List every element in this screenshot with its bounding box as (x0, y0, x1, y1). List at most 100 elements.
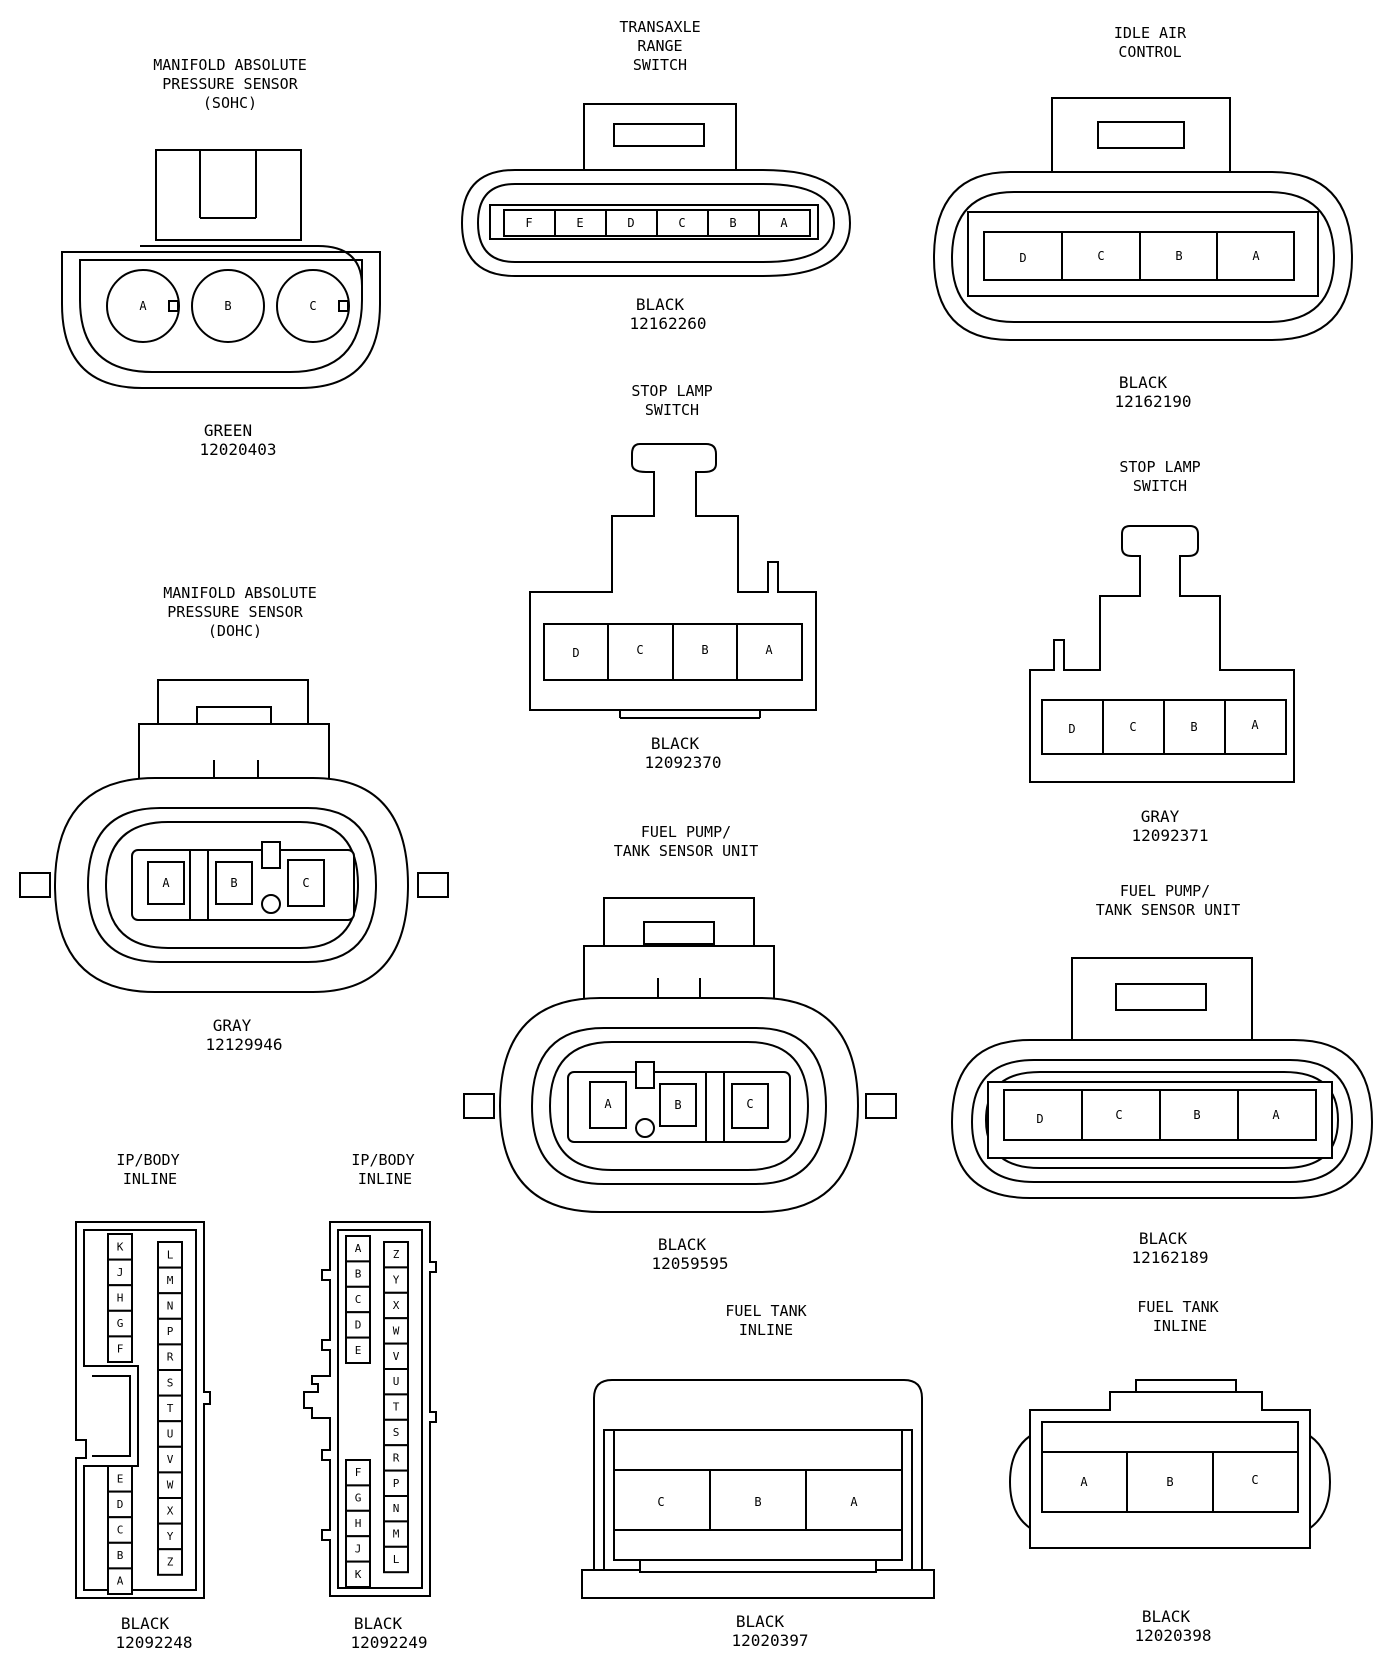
slamp2-title-2: SWITCH (1133, 477, 1187, 495)
map-sohc-title-2: PRESSURE SENSOR (162, 75, 298, 93)
pin-label: M (167, 1274, 174, 1287)
pin-label: T (167, 1402, 174, 1415)
pin-label: F (117, 1343, 124, 1356)
pin-cavity (157, 1369, 183, 1397)
pin-label: C (355, 1293, 362, 1306)
pin-cavity (107, 1335, 133, 1364)
pin-label: L (167, 1248, 174, 1261)
pin-cavity (383, 1495, 409, 1523)
connector-idle-air-control: IDLE AIR CONTROL D C B A BLACK 12162190 (932, 24, 1354, 411)
connector-transaxle-range-switch: TRANSAXLE RANGE SWITCH F E D C B A BLACK… (460, 18, 852, 333)
iac-color: BLACK (1119, 373, 1168, 392)
map-dohc-pin-cavity-a (147, 861, 185, 905)
ipbody1-title-2: INLINE (123, 1170, 177, 1188)
pin-label: W (167, 1479, 174, 1492)
slamp2-color: GRAY (1141, 807, 1180, 826)
ftank2-color: BLACK (1142, 1607, 1191, 1626)
map-sohc-part-number: 12020403 (199, 440, 276, 459)
pin-cavity (383, 1342, 409, 1370)
pin-label: U (393, 1375, 400, 1388)
pin-cavity (383, 1469, 409, 1497)
slamp1-pin-label: A (765, 643, 773, 657)
fpump1-title-2: TANK SENSOR UNIT (614, 842, 759, 860)
slamp1-pin-label: C (636, 643, 643, 657)
map-sohc-color: GREEN (204, 421, 252, 440)
slamp1-title-1: STOP LAMP (631, 382, 712, 400)
fpump2-title-1: FUEL PUMP/ (1120, 882, 1210, 900)
pin-label: Z (167, 1556, 174, 1569)
pin-cavity (383, 1545, 409, 1574)
trs-pin-label: D (627, 216, 634, 230)
map-sohc-title-1: MANIFOLD ABSOLUTE (153, 56, 307, 74)
trs-title-3: SWITCH (633, 56, 687, 74)
fpump1-pin-label: A (604, 1097, 612, 1111)
fpump2-pin-label: C (1115, 1108, 1122, 1122)
pin-label: R (167, 1351, 174, 1364)
fpump2-pin-label: B (1193, 1108, 1200, 1122)
pin-label: N (167, 1300, 174, 1313)
trs-color: BLACK (636, 295, 685, 314)
connector-fuel-tank-inline-3pin-left: FUEL TANK INLINE C B A BLACK 12020397 (581, 1302, 935, 1650)
pin-label: P (167, 1325, 174, 1338)
map-dohc-part-number: 12129946 (205, 1035, 282, 1054)
pin-label: X (393, 1299, 400, 1312)
pin-label: R (393, 1451, 400, 1464)
trs-title-1: TRANSAXLE (619, 18, 700, 36)
ipbody1-body (75, 1221, 211, 1599)
pin-cavity (383, 1266, 409, 1294)
map-dohc-title-2: PRESSURE SENSOR (167, 603, 303, 621)
fpump2-pin-label: D (1036, 1112, 1043, 1126)
pin-cavity (157, 1548, 183, 1576)
trs-pin-label: C (678, 216, 685, 230)
slamp1-pin-label: D (572, 646, 579, 660)
pin-label: H (355, 1517, 362, 1530)
pin-label: G (117, 1317, 124, 1330)
ipbody2-color: BLACK (354, 1614, 403, 1633)
pin-label: F (355, 1466, 362, 1479)
pin-label: K (117, 1240, 124, 1253)
slamp2-pin-label: D (1068, 722, 1075, 736)
pin-cavity (383, 1317, 409, 1345)
trs-pin-label: F (525, 216, 532, 230)
pin-label: T (393, 1401, 400, 1414)
pin-cavity (345, 1336, 371, 1364)
ftank2-title-1: FUEL TANK (1137, 1298, 1218, 1316)
trs-pin-label: E (576, 216, 583, 230)
ftank2-pin-label: C (1251, 1473, 1258, 1487)
pin-label: N (393, 1502, 400, 1515)
trs-title-2: RANGE (637, 37, 682, 55)
map-dohc-pin-cavity-c (287, 859, 325, 907)
map-dohc-pin-cavity-b (215, 861, 253, 905)
fpump2-part-number: 12162189 (1131, 1248, 1208, 1267)
iac-title-1: IDLE AIR (1114, 24, 1187, 42)
pin-cavity (107, 1567, 133, 1596)
pin-label: X (167, 1504, 174, 1517)
pin-label: L (393, 1553, 400, 1566)
map-dohc-pin-label: B (230, 876, 237, 890)
pin-cavity (383, 1291, 409, 1320)
pin-label: K (355, 1568, 362, 1581)
slamp1-title-2: SWITCH (645, 401, 699, 419)
pin-label: B (117, 1549, 124, 1562)
slamp1-color: BLACK (651, 734, 700, 753)
pin-label: E (117, 1472, 124, 1485)
pin-label: D (355, 1318, 362, 1331)
pin-label: C (117, 1524, 124, 1537)
map-dohc-title-3: (DOHC) (208, 622, 262, 640)
ftank1-title-2: INLINE (739, 1321, 793, 1339)
trs-pin-label: B (729, 216, 736, 230)
pin-label: Z (393, 1248, 400, 1261)
iac-pin-label: C (1097, 249, 1104, 263)
pin-label: A (355, 1242, 362, 1255)
ipbody1-part-number: 12092248 (115, 1633, 192, 1652)
pin-label: J (117, 1266, 124, 1279)
map-sohc-title-3: (SOHC) (203, 94, 257, 112)
pin-label: Y (393, 1274, 400, 1287)
fpump1-pin-label: B (674, 1098, 681, 1112)
